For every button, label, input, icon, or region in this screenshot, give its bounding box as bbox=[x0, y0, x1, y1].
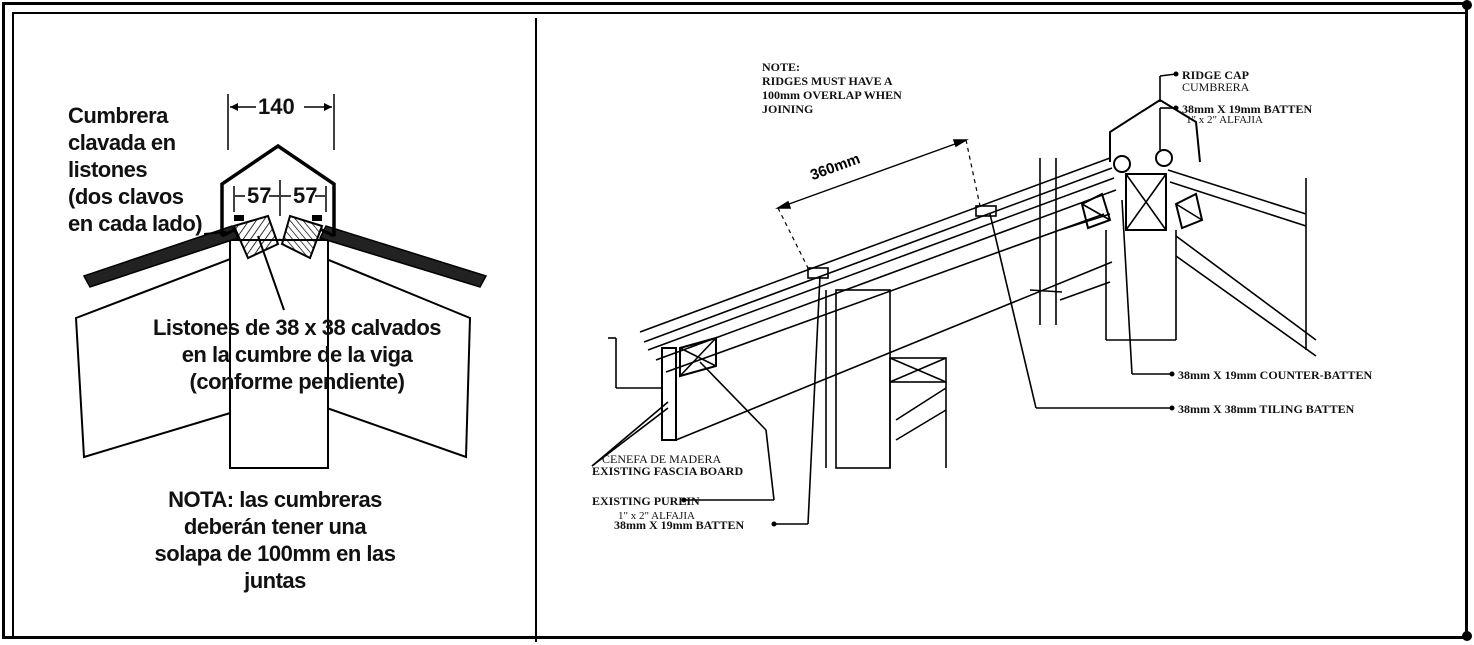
drawing-frame-inner bbox=[12, 12, 1466, 639]
right-batten bbox=[280, 214, 324, 260]
corner-mark bbox=[1462, 0, 1472, 10]
roof-perspective-drawing bbox=[591, 71, 1317, 527]
ridge-nailed-label: Cumbrera clavada en listones (dos clavos… bbox=[68, 103, 203, 236]
counter-batten-label: 38mm X 19mm COUNTER-BATTEN bbox=[1178, 368, 1373, 382]
ridge-cap-es-label: CUMBRERA bbox=[1182, 80, 1250, 94]
left-batten bbox=[232, 214, 280, 260]
battens-label: Listones de 38 x 38 calvados en la cumbr… bbox=[152, 315, 442, 394]
batten-top-label: 38mm X 19mm BATTEN bbox=[1182, 102, 1313, 116]
ridge-section-drawing bbox=[74, 94, 488, 469]
purlin-label: EXISTING PURLIN bbox=[592, 494, 700, 508]
ridge-cap-label: RIDGE CAP bbox=[1182, 68, 1250, 82]
english-note: NOTE: RIDGES MUST HAVE A 100mm OVERLAP W… bbox=[762, 60, 902, 116]
right-roof-sheet bbox=[318, 225, 488, 288]
tiling-batten-label: 38mm X 38mm TILING BATTEN bbox=[1178, 402, 1355, 416]
corner-mark bbox=[1462, 631, 1472, 641]
batten-bottom-es-label: 1" x 2" ALFAJIA bbox=[618, 510, 695, 522]
spanish-note: NOTA: las cumbreras deberán tener una so… bbox=[154, 487, 396, 593]
dim-57-left-label: 57 bbox=[247, 183, 272, 208]
fascia-label: EXISTING FASCIA BOARD bbox=[592, 464, 744, 478]
panel-divider bbox=[535, 18, 537, 642]
left-roof-sheet bbox=[82, 225, 240, 288]
ridge-cap bbox=[220, 143, 336, 236]
batten-bottom-label: 38mm X 19mm BATTEN bbox=[614, 518, 745, 532]
dim-140-label: 140 bbox=[258, 94, 295, 119]
batten-top-es-label: 1" x 2" ALFAJIA bbox=[1186, 114, 1263, 126]
dim-57-right-label: 57 bbox=[293, 183, 318, 208]
central-beam bbox=[229, 239, 329, 469]
fascia-es-label: CENEFA DE MADERA bbox=[602, 452, 722, 466]
